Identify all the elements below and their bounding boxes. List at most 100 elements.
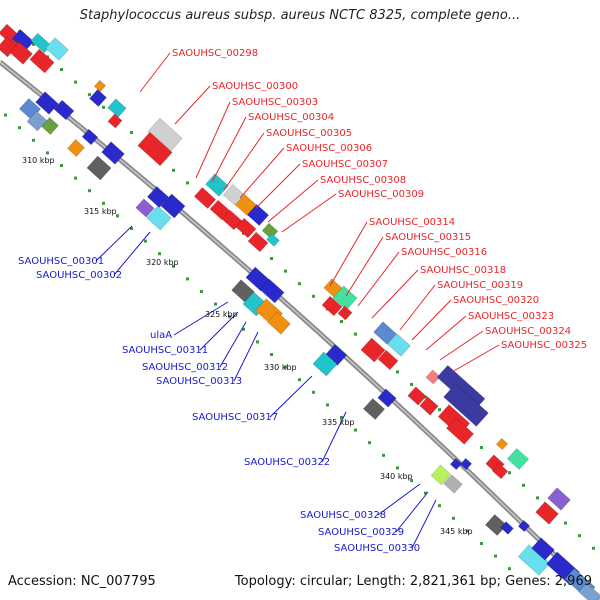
- gene-feature[interactable]: [266, 233, 280, 247]
- reverse-gene-label[interactable]: SAOUHSC_00311: [122, 345, 208, 356]
- gene-feature[interactable]: [312, 351, 338, 377]
- tick-dot: [102, 105, 105, 109]
- gene-feature[interactable]: [517, 519, 531, 533]
- tick-dot: [410, 479, 413, 482]
- gene-feature[interactable]: [387, 333, 411, 357]
- gene-feature[interactable]: [267, 311, 291, 335]
- leader-line: [223, 132, 265, 191]
- tick-dot: [410, 383, 413, 386]
- gene-feature[interactable]: [147, 186, 169, 208]
- forward-gene-label[interactable]: SAOUHSC_00320: [453, 295, 539, 306]
- gene-feature[interactable]: [259, 278, 285, 304]
- gene-feature[interactable]: [247, 231, 269, 253]
- gene-feature[interactable]: [205, 173, 229, 197]
- gene-feature[interactable]: [419, 396, 439, 416]
- gene-feature[interactable]: [93, 79, 107, 93]
- forward-gene-label[interactable]: SAOUHSC_00306: [286, 143, 372, 154]
- gene-feature[interactable]: [495, 437, 509, 451]
- gene-feature[interactable]: [337, 305, 353, 321]
- gene-feature[interactable]: [247, 204, 269, 226]
- gene-feature[interactable]: [146, 205, 172, 231]
- gene-feature[interactable]: [360, 337, 386, 363]
- forward-gene-label[interactable]: SAOUHSC_00300: [212, 81, 298, 92]
- reverse-gene-label[interactable]: SAOUHSC_00302: [36, 270, 122, 281]
- gene-feature[interactable]: [107, 113, 123, 129]
- gene-feature[interactable]: [86, 155, 112, 181]
- reverse-gene-label[interactable]: SAOUHSC_00322: [244, 457, 330, 468]
- gene-feature[interactable]: [449, 457, 463, 471]
- forward-gene-label[interactable]: SAOUHSC_00324: [485, 326, 571, 337]
- forward-gene-label[interactable]: SAOUHSC_00309: [338, 189, 424, 200]
- gene-feature[interactable]: [160, 193, 186, 219]
- gene-feature[interactable]: [507, 448, 529, 470]
- gene-feature[interactable]: [531, 537, 555, 561]
- gene-feature[interactable]: [235, 217, 257, 239]
- leader-line: [219, 321, 247, 368]
- gene-feature[interactable]: [261, 222, 279, 240]
- gene-feature[interactable]: [53, 99, 75, 121]
- leader-line: [321, 411, 347, 463]
- gene-feature[interactable]: [29, 48, 55, 74]
- gene-feature[interactable]: [9, 41, 33, 65]
- reverse-gene-label[interactable]: SAOUHSC_00317: [192, 412, 278, 423]
- forward-gene-label[interactable]: SAOUHSC_00323: [468, 311, 554, 322]
- gene-feature[interactable]: [485, 514, 507, 536]
- gene-feature[interactable]: [443, 474, 463, 494]
- gene-feature[interactable]: [535, 501, 559, 525]
- gene-feature[interactable]: [107, 98, 127, 118]
- reverse-gene-label[interactable]: SAOUHSC_00313: [156, 376, 242, 387]
- forward-gene-label[interactable]: SAOUHSC_00318: [420, 265, 506, 276]
- gene-feature[interactable]: [377, 349, 399, 371]
- forward-gene-label[interactable]: SAOUHSC_00314: [369, 217, 455, 228]
- forward-gene-label[interactable]: SAOUHSC_00304: [248, 112, 334, 123]
- reverse-gene-label[interactable]: SAOUHSC_00330: [334, 543, 420, 554]
- reverse-gene-label[interactable]: SAOUHSC_00329: [318, 527, 404, 538]
- forward-gene-label[interactable]: SAOUHSC_00316: [401, 247, 487, 258]
- tick-dot: [88, 189, 91, 193]
- gene-feature[interactable]: [500, 521, 514, 535]
- gene-feature[interactable]: [101, 141, 125, 165]
- gene-feature[interactable]: [81, 128, 99, 146]
- gene-feature[interactable]: [26, 110, 48, 132]
- gene-feature[interactable]: [446, 417, 474, 445]
- gene-feature[interactable]: [363, 398, 385, 420]
- forward-gene-label[interactable]: SAOUHSC_00319: [437, 280, 523, 291]
- gene-feature[interactable]: [430, 464, 452, 486]
- gene-feature[interactable]: [491, 462, 509, 480]
- gene-feature[interactable]: [443, 383, 489, 427]
- forward-gene-label[interactable]: SAOUHSC_00303: [232, 97, 318, 108]
- gene-feature[interactable]: [332, 285, 358, 311]
- gene-feature[interactable]: [377, 388, 397, 408]
- forward-gene-label[interactable]: SAOUHSC_00308: [320, 175, 406, 186]
- gene-feature[interactable]: [135, 198, 155, 218]
- gene-feature[interactable]: [547, 487, 571, 511]
- tick-dot: [172, 168, 175, 172]
- gene-feature[interactable]: [321, 295, 343, 317]
- gene-feature[interactable]: [137, 131, 173, 167]
- reverse-gene-label[interactable]: SAOUHSC_00312: [142, 362, 228, 373]
- leader-line: [113, 231, 151, 276]
- gene-feature[interactable]: [459, 457, 473, 471]
- gene-feature[interactable]: [425, 369, 441, 385]
- label-leaders: [95, 52, 500, 549]
- gene-feature[interactable]: [89, 89, 107, 107]
- leader-line: [139, 52, 171, 93]
- forward-gene-label[interactable]: SAOUHSC_00298: [172, 48, 258, 59]
- forward-gene-label[interactable]: SAOUHSC_00307: [302, 159, 388, 170]
- forward-gene-label[interactable]: SAOUHSC_00305: [266, 128, 352, 139]
- gene-feature[interactable]: [407, 386, 427, 406]
- gene-feature[interactable]: [41, 117, 59, 135]
- reverse-gene-label[interactable]: ulaA: [150, 330, 172, 341]
- leader-line: [411, 499, 437, 549]
- gene-feature[interactable]: [373, 321, 397, 345]
- forward-gene-label[interactable]: SAOUHSC_00325: [501, 340, 587, 351]
- reverse-gene-label[interactable]: SAOUHSC_00328: [300, 510, 386, 521]
- gene-feature[interactable]: [45, 37, 69, 61]
- forward-gene-label[interactable]: SAOUHSC_00315: [385, 232, 471, 243]
- gene-feature[interactable]: [35, 91, 59, 115]
- reverse-gene-label[interactable]: SAOUHSC_00301: [18, 256, 104, 267]
- leader-line: [267, 179, 319, 223]
- tick-dot: [74, 176, 77, 180]
- gene-feature[interactable]: [193, 187, 217, 209]
- gene-feature[interactable]: [67, 139, 85, 157]
